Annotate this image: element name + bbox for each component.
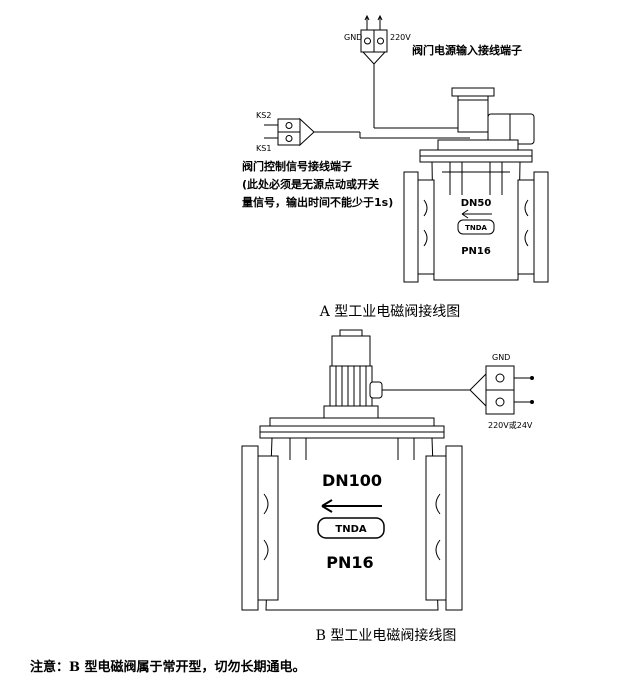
power-220v-label: 220V	[390, 33, 411, 42]
signal-terminal-desc-1: (此处必须是无源点动或开关	[242, 177, 379, 191]
signal-terminal-title: 阀门控制信号接线端子	[242, 159, 352, 173]
power-gnd-label: GND	[344, 33, 362, 42]
signal-ks2-label: KS2	[256, 111, 271, 120]
terminal-b-voltage-label: 220V或24V	[488, 420, 533, 430]
valve-b-actuator	[323, 329, 470, 419]
diagram-b	[241, 329, 534, 611]
diagram-b-caption: B 型工业电磁阀接线图	[316, 627, 457, 644]
valve-a	[403, 87, 549, 283]
diagram-a-caption: A 型工业电磁阀接线图	[319, 303, 461, 320]
valve-a-pressure: PN16	[461, 246, 491, 257]
signal-terminal-desc-2: 量信号，输出时间不能少于1s)	[242, 195, 393, 209]
terminal-b-gnd-label: GND	[492, 353, 510, 362]
valve-b-size: DN100	[322, 471, 382, 490]
terminal-block-b	[469, 365, 534, 415]
valve-b-brand: TNDA	[335, 524, 366, 535]
valve-a-size: DN50	[461, 198, 492, 209]
valve-b-pressure: PN16	[326, 553, 373, 572]
signal-terminal-block	[264, 117, 470, 147]
signal-ks1-label: KS1	[256, 144, 271, 153]
diagram-a	[264, 14, 549, 283]
valve-a-brand: TNDA	[465, 224, 487, 232]
note-text: 注意：B 型电磁阀属于常开型，切勿长期通电。	[30, 660, 306, 675]
power-terminal-block	[360, 14, 490, 129]
valve-b-body	[241, 417, 463, 611]
power-terminal-title: 阀门电源输入接线端子	[412, 43, 522, 57]
